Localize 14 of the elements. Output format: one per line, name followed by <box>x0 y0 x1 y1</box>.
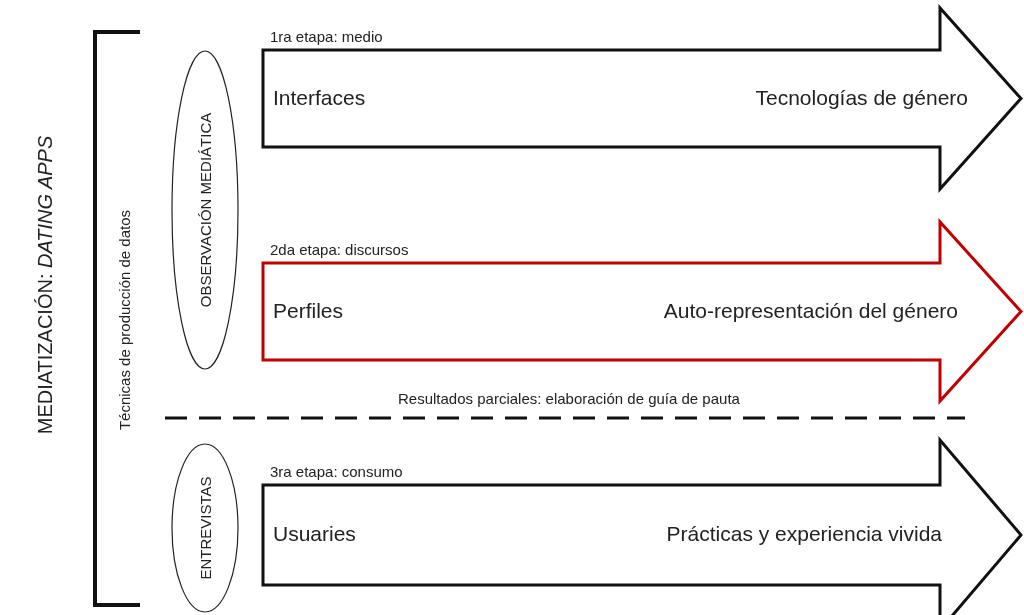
method-label: OBSERVACIÓN MEDIÁTICA <box>196 112 214 308</box>
vertical-label: Técnicas de producción de datos <box>116 208 134 433</box>
stage-source: Usuaries <box>273 522 356 546</box>
stage-heading: 3ra etapa: consumo <box>270 463 403 480</box>
stage-focus: Tecnologías de género <box>755 85 968 110</box>
vertical-title: MEDIATIZACIÓN: DATING APPS <box>33 135 57 435</box>
method-label: ENTREVISTAS <box>196 476 214 580</box>
stage-focus: Prácticas y experiencia vivida <box>666 522 942 546</box>
stage-focus: Auto-representación del género <box>663 298 958 323</box>
stage-source: Interfaces <box>273 85 366 110</box>
divider-label: Resultados parciales: elaboración de guía de pauta <box>398 390 740 407</box>
stage-heading: 1ra etapa: medio <box>270 28 383 45</box>
stage-source: Perfiles <box>273 298 344 323</box>
stage-heading: 2da etapa: discursos <box>270 241 409 258</box>
